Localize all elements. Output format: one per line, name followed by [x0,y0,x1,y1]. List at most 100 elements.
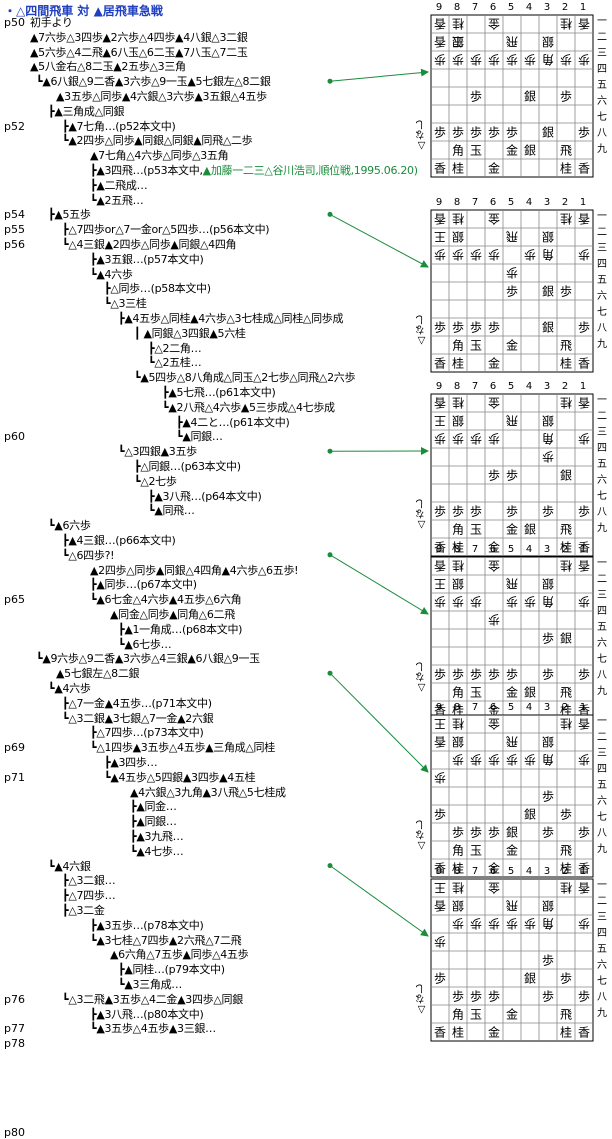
rank-label: 一 [594,393,610,409]
file-label: 8 [448,197,466,209]
sente-piece: 歩 [506,468,518,483]
page-ref: p80 [4,1126,25,1139]
sente-piece: 香 [578,1026,590,1040]
rank-label: 七 [594,974,610,990]
rank-label: 八 [594,668,610,684]
file-label: 3 [538,544,556,556]
gote-piece: 桂 [560,881,572,896]
sente-piece: 桂 [452,356,464,371]
sente-piece: 歩 [578,504,590,519]
rank-label: 三 [594,46,610,62]
gote-piece: 銀 [452,35,464,49]
sente-piece: 歩 [488,468,500,483]
gote-piece: 香 [578,559,590,573]
gote-piece: 飛 [506,230,518,244]
rank-label: 九 [594,1006,610,1022]
gote-piece: 歩 [434,595,446,610]
sente-piece: 銀 [560,632,572,646]
sente-piece: 金 [506,1007,518,1022]
gote-hand: △なし [416,984,430,1015]
gote-piece: 桂 [560,717,572,732]
sente-piece: 角 [452,844,464,858]
gote-piece: 歩 [524,53,536,68]
rank-label: 三 [594,425,610,441]
rank-label: 四 [594,762,610,778]
sente-piece: 銀 [524,686,536,700]
gote-hand: △なし [416,315,430,346]
rank-label: 八 [594,126,610,142]
sente-piece: 歩 [434,125,446,140]
gote-piece: 角 [542,432,554,446]
file-label: 7 [466,702,484,714]
rank-label: 七 [594,305,610,321]
file-label: 9 [430,544,448,556]
file-label: 4 [520,866,538,878]
sente-piece: 歩 [434,504,446,519]
sente-piece: 歩 [434,807,446,822]
link-arrow [330,673,428,772]
sente-piece: 歩 [578,667,590,682]
rank-label: 三 [594,588,610,604]
rank-label: 七 [594,110,610,126]
gote-piece: 香 [434,899,446,913]
gote-piece: 金 [488,17,500,32]
gote-piece: 歩 [506,753,518,768]
file-label: 7 [466,381,484,393]
file-label: 6 [484,2,502,14]
gote-piece: 歩 [434,432,446,447]
sente-piece: 歩 [542,631,554,646]
file-label: 1 [574,197,592,209]
sente-piece: 銀 [524,90,536,104]
file-label: 4 [520,381,538,393]
rank-label: 一 [594,209,610,225]
gote-piece: 歩 [506,917,518,932]
sente-piece: 歩 [578,320,590,335]
file-label: 8 [448,702,466,714]
file-label: 7 [466,544,484,556]
rank-label: 七 [594,652,610,668]
sente-piece: 香 [434,357,446,371]
gote-piece: 歩 [524,917,536,932]
file-label: 8 [448,544,466,556]
gote-piece: 歩 [578,595,590,610]
file-label: 5 [502,702,520,714]
sente-piece: 歩 [488,125,500,140]
gote-piece: 歩 [434,771,446,786]
sente-piece: 歩 [542,667,554,682]
rank-label: 九 [594,521,610,537]
rank-label: 四 [594,441,610,457]
sente-piece: 歩 [578,125,590,140]
file-label: 5 [502,2,520,14]
file-label: 8 [448,381,466,393]
sente-piece: 歩 [542,953,554,968]
sente-piece: 角 [452,523,464,537]
sente-piece: 歩 [560,971,572,986]
gote-piece: 銀 [542,899,554,913]
rank-label: 八 [594,505,610,521]
gote-piece: 香 [434,396,446,410]
gote-piece: 桂 [560,17,572,32]
gote-piece: 飛 [506,899,518,913]
board-grid: 香桂桂香金王香銀飛銀歩歩歩歩角歩歩歩歩歩銀歩歩歩歩歩歩銀歩角玉金銀飛香桂金桂香 [430,14,594,178]
gote-piece: 歩 [470,432,482,447]
file-label: 1 [574,702,592,714]
gote-piece: 香 [434,735,446,749]
sente-piece: 歩 [434,320,446,335]
gote-piece: 銀 [452,735,464,749]
file-label: 3 [538,381,556,393]
file-label: 3 [538,702,556,714]
gote-piece: 桂 [452,717,464,732]
rank-label: 一 [594,14,610,30]
gote-piece: 銀 [542,35,554,49]
gote-piece: 歩 [452,248,464,263]
sente-piece: 歩 [560,284,572,299]
sente-piece: 歩 [470,320,482,335]
sente-piece: 飛 [560,1008,572,1022]
sente-piece: 金 [506,338,518,353]
board-grid: 香桂金桂香王銀飛銀歩歩歩歩角歩歩歩歩銀歩歩歩歩歩歩角玉金銀飛香桂金桂香 [430,393,594,557]
